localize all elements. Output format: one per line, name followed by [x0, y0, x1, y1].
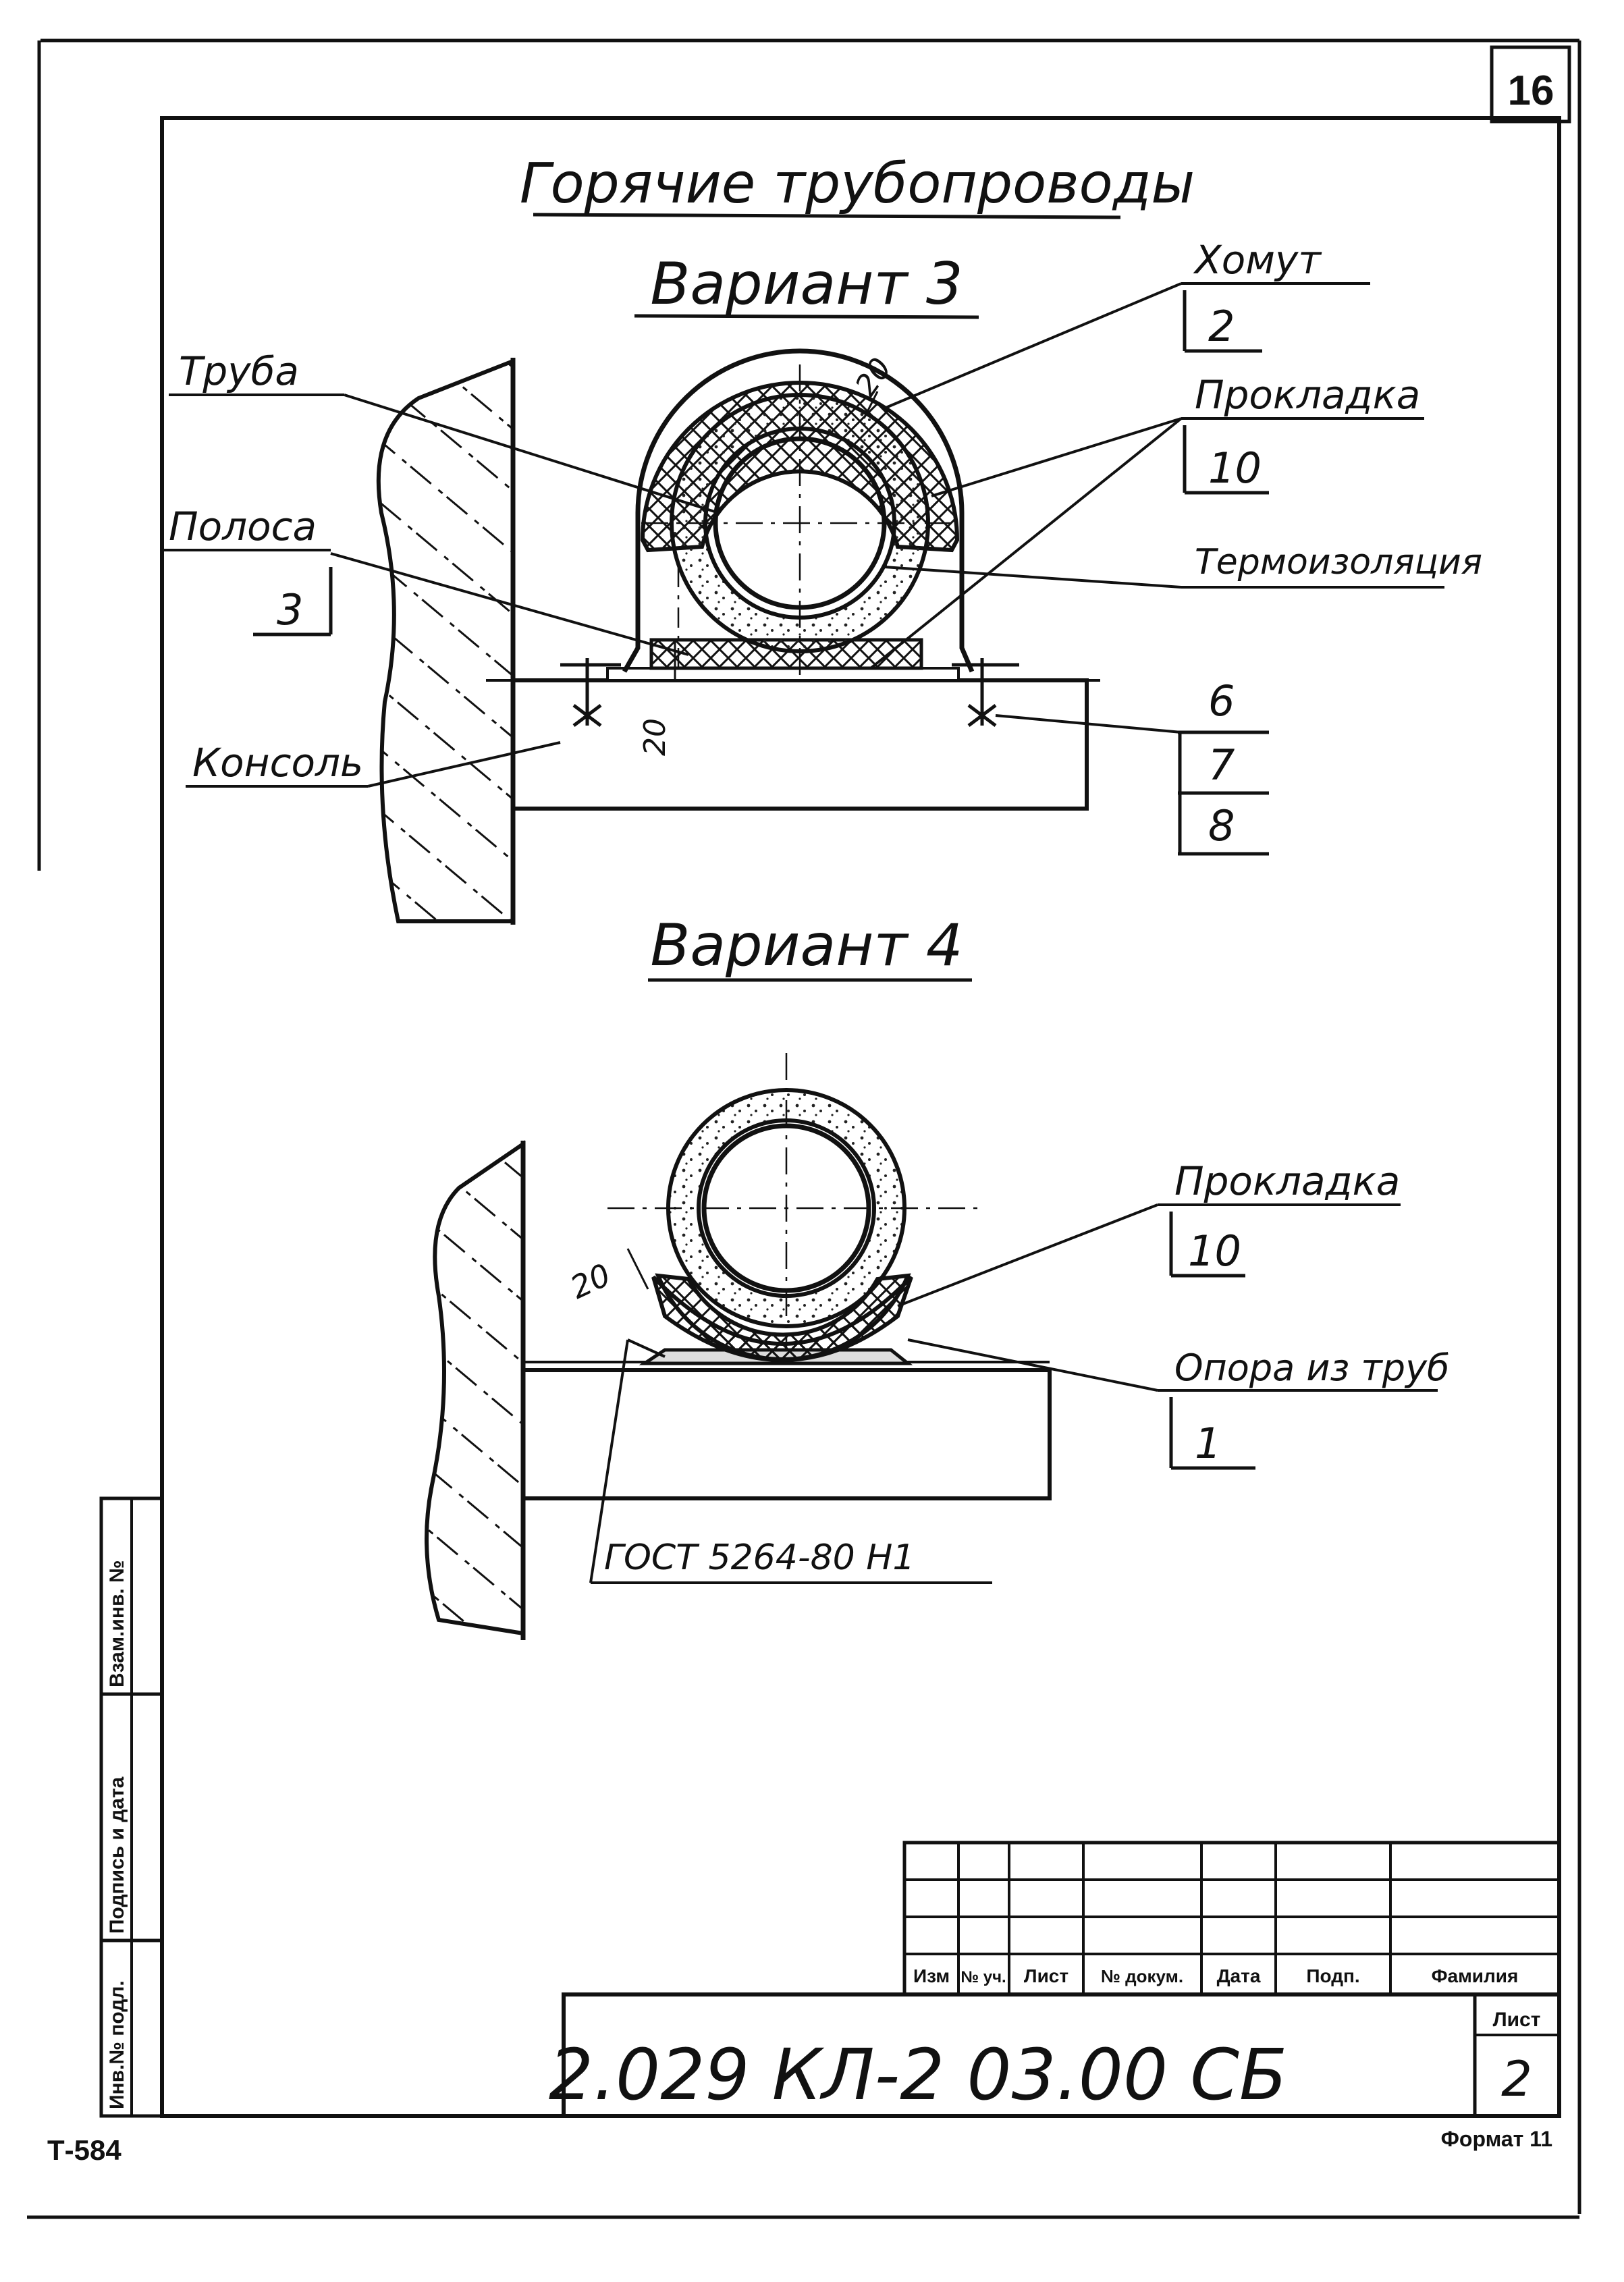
format-label: Формат 11 — [1441, 2127, 1552, 2151]
tb-header-date: Дата — [1217, 1965, 1261, 1986]
side-stamp-cell-replacement: Взам.инв. № — [106, 1560, 128, 1687]
variant-3-drawing: Вариант 3 20 — [162, 237, 1482, 925]
label-clamp-num: 2 — [1208, 302, 1235, 351]
label-insulation: Термоизоляция — [1195, 542, 1482, 582]
variant-4-title: Вариант 4 — [650, 912, 963, 979]
strip-plate — [606, 667, 960, 682]
stamp-code: Т-584 — [47, 2134, 121, 2166]
tb-header-list: Лист — [1024, 1965, 1068, 1986]
tb-header-name: Фамилия — [1432, 1965, 1519, 1986]
label-gasket-num-v3: 10 — [1208, 443, 1262, 493]
wall-hatch-v4 — [425, 1140, 525, 1636]
label-gasket-v4: Прокладка — [1174, 1158, 1400, 1204]
dim-v4: 20 — [565, 1256, 616, 1306]
tb-header-doc: № докум. — [1101, 1966, 1183, 1986]
label-gost: ГОСТ 5264-80 Н1 — [604, 1538, 915, 1578]
label-console: Консоль — [192, 740, 363, 786]
side-stamp-cell-original: Инв.№ подл. — [106, 1980, 128, 2109]
bolt-right — [952, 658, 1019, 727]
console-beam-v3 — [511, 678, 1089, 811]
label-gasket-num-v4: 10 — [1188, 1226, 1241, 1276]
wall-hatch-v3 — [376, 358, 515, 923]
tb-header-uch: № уч. — [960, 1968, 1006, 1986]
dim-bottom-v3: 20 — [638, 718, 672, 756]
side-stamp-cell-signature: Подпись и дата — [106, 1776, 128, 1934]
document-code: 2.029 КЛ-2 03.00 СБ — [549, 2034, 1287, 2116]
label-pos-8: 8 — [1208, 801, 1235, 850]
console-beam-v4 — [521, 1368, 1052, 1500]
tb-header-izm: Изм — [913, 1965, 950, 1986]
label-pos-6: 6 — [1208, 676, 1235, 726]
label-strip-num: 3 — [277, 585, 303, 634]
label-strip: Полоса — [169, 504, 317, 549]
label-pos-7: 7 — [1208, 740, 1235, 790]
label-support: Опора из труб — [1174, 1347, 1449, 1389]
sheet-label: Лист — [1493, 2009, 1541, 2031]
page-title: Горячие трубопроводы — [520, 152, 1195, 216]
bolt-left — [560, 658, 621, 727]
side-stamp: Взам.инв. № Подпись и дата Инв.№ подл. — [99, 1496, 164, 2118]
variant-4-drawing: Вариант 4 20 Прокладка 10 Опора из труб — [425, 912, 1449, 1640]
variant-3-title: Вариант 3 — [650, 250, 963, 318]
label-clamp: Хомут — [1193, 237, 1322, 283]
sheet-number-top: 16 — [1508, 67, 1554, 114]
label-gasket-v3: Прокладка — [1195, 372, 1420, 418]
tb-header-sign: Подп. — [1306, 1965, 1359, 1986]
sheet-value: 2 — [1501, 2050, 1532, 2107]
label-pipe: Труба — [179, 348, 299, 394]
title-block: Изм № уч. Лист № докум. Дата Подп. Фамил… — [549, 1841, 1561, 2118]
gasket-under-pipe — [651, 1275, 913, 1362]
label-support-num: 1 — [1195, 1419, 1221, 1468]
